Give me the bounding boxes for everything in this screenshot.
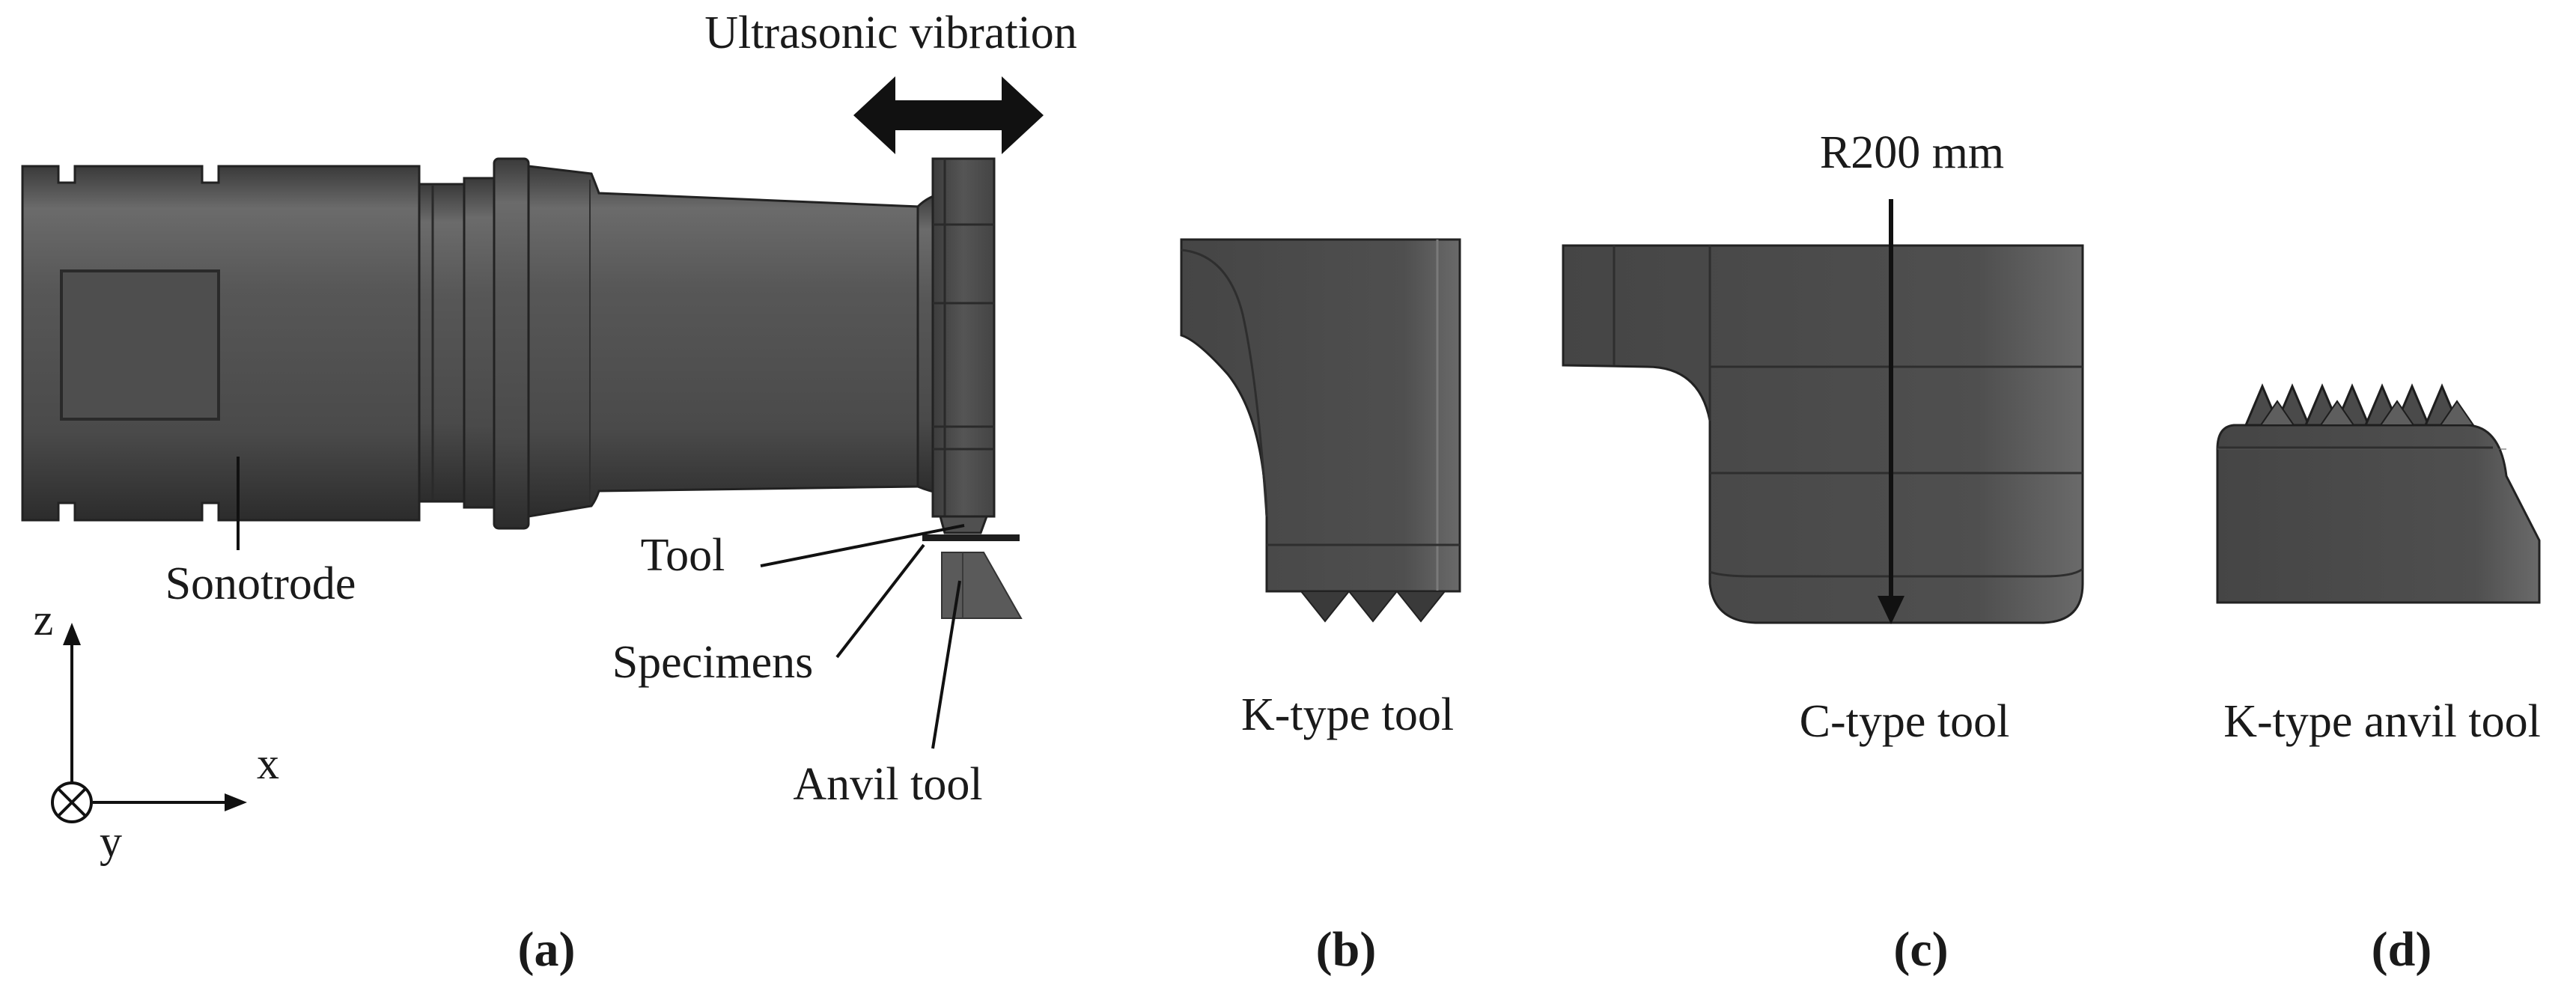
panel-c: R200 mm C-type tool (c)	[1562, 127, 2084, 977]
panel-d: K-type anvil tool (d)	[2216, 383, 2541, 977]
coordinate-axes	[51, 623, 247, 823]
anvil-teeth	[2244, 383, 2475, 427]
axis-x-label: x	[257, 739, 279, 788]
caption-a: (a)	[518, 922, 576, 977]
sonotrode-label: Sonotrode	[165, 558, 356, 609]
k-type-anvil-tool-label: K-type anvil tool	[2223, 696, 2541, 747]
k-type-tool-label: K-type tool	[1241, 689, 1454, 740]
axis-y-label: y	[100, 817, 122, 866]
vibration-label: Ultrasonic vibration	[704, 7, 1077, 58]
caption-c: (c)	[1893, 922, 1948, 977]
k-tool-tooth	[1395, 591, 1447, 623]
sonotrode-window	[60, 269, 220, 421]
panel-a: Ultrasonic vibration Sonotrode Tool Spec…	[21, 7, 1077, 977]
radius-label: R200 mm	[1820, 127, 2004, 178]
anvil-tool-shape-d	[2216, 424, 2541, 604]
c-type-tool-shape	[1562, 244, 2084, 624]
sonotrode-taper	[527, 165, 919, 518]
sonotrode-flange	[493, 157, 530, 530]
panel-b: K-type tool (b)	[1180, 238, 1461, 977]
vibration-arrow	[853, 76, 1044, 154]
anvil-leader	[931, 580, 961, 749]
tool-label: Tool	[641, 530, 725, 581]
k-tool-tooth	[1299, 591, 1351, 623]
sonotrode-body	[21, 157, 996, 534]
specimens-label: Specimens	[612, 637, 814, 688]
sonotrode-head	[931, 157, 996, 518]
k-type-tool-shape	[1180, 238, 1461, 593]
caption-d: (d)	[2372, 922, 2432, 977]
specimens-leader	[835, 543, 925, 659]
caption-b: (b)	[1316, 922, 1377, 977]
k-tool-tooth	[1347, 591, 1399, 623]
anvil-tool-shape	[941, 552, 1023, 619]
c-type-tool-label: C-type tool	[1800, 696, 2010, 747]
axis-z-label: z	[34, 595, 54, 644]
tool-leader	[760, 524, 965, 567]
anvil-label: Anvil tool	[793, 759, 982, 810]
specimens-plate	[922, 534, 1020, 541]
